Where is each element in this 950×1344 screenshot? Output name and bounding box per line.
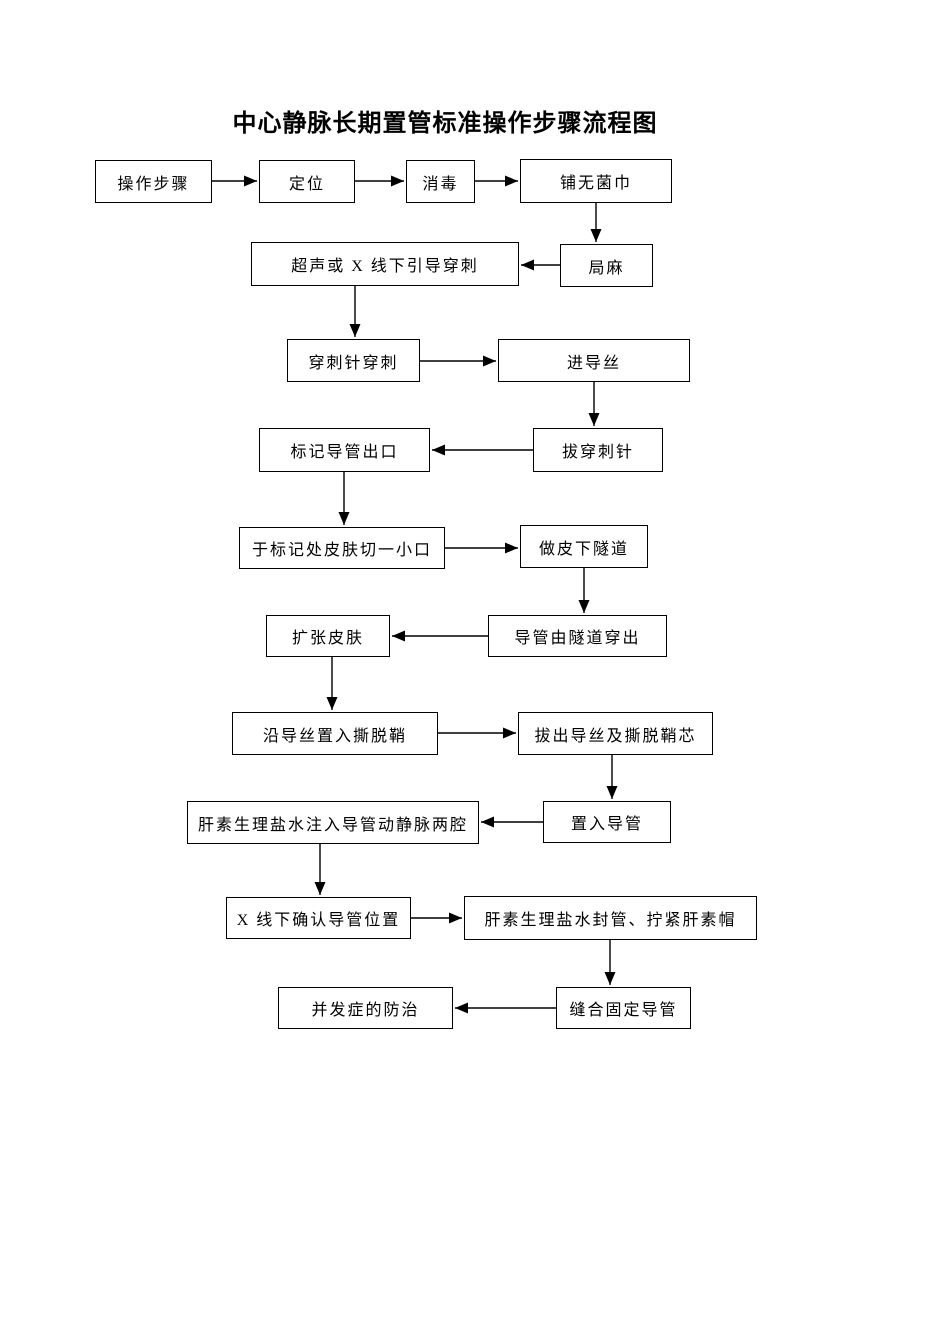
flow-node-insert-catheter: 置入导管: [543, 801, 671, 843]
flow-node-subcutaneous-tunnel: 做皮下隧道: [520, 525, 648, 568]
flow-node-disinfection: 消毒: [406, 160, 475, 203]
flow-node-insert-guidewire: 进导丝: [498, 339, 690, 382]
flow-node-heparin-lock-cap: 肝素生理盐水封管、拧紧肝素帽: [464, 896, 757, 940]
flow-node-needle-puncture: 穿刺针穿刺: [287, 339, 420, 382]
flow-node-positioning: 定位: [259, 160, 355, 203]
flow-node-heparin-flush-lumens: 肝素生理盐水注入导管动静脉两腔: [187, 801, 479, 844]
flow-node-guided-puncture: 超声或 X 线下引导穿刺: [251, 242, 519, 286]
flow-node-xray-confirm-position: X 线下确认导管位置: [226, 897, 411, 939]
flow-node-sterile-drape: 铺无菌巾: [520, 159, 672, 203]
flow-node-local-anesthesia: 局麻: [560, 244, 653, 287]
flow-node-skin-incision: 于标记处皮肤切一小口: [239, 527, 445, 569]
flow-node-catheter-through-tunnel: 导管由隧道穿出: [488, 615, 667, 657]
flow-node-suture-fix-catheter: 缝合固定导管: [556, 987, 691, 1029]
flowchart-title: 中心静脉长期置管标准操作步骤流程图: [232, 111, 658, 137]
flow-node-dilate-skin: 扩张皮肤: [266, 615, 390, 657]
flow-node-remove-guidewire-core: 拔出导丝及撕脱鞘芯: [518, 712, 713, 755]
flow-node-complication-prevention: 并发症的防治: [278, 987, 453, 1029]
flow-node-mark-catheter-exit: 标记导管出口: [259, 428, 430, 472]
flow-node-operation-steps: 操作步骤: [95, 160, 212, 203]
flow-node-peel-away-sheath: 沿导丝置入撕脱鞘: [232, 712, 438, 755]
flow-node-pull-puncture-needle: 拔穿刺针: [533, 428, 663, 472]
